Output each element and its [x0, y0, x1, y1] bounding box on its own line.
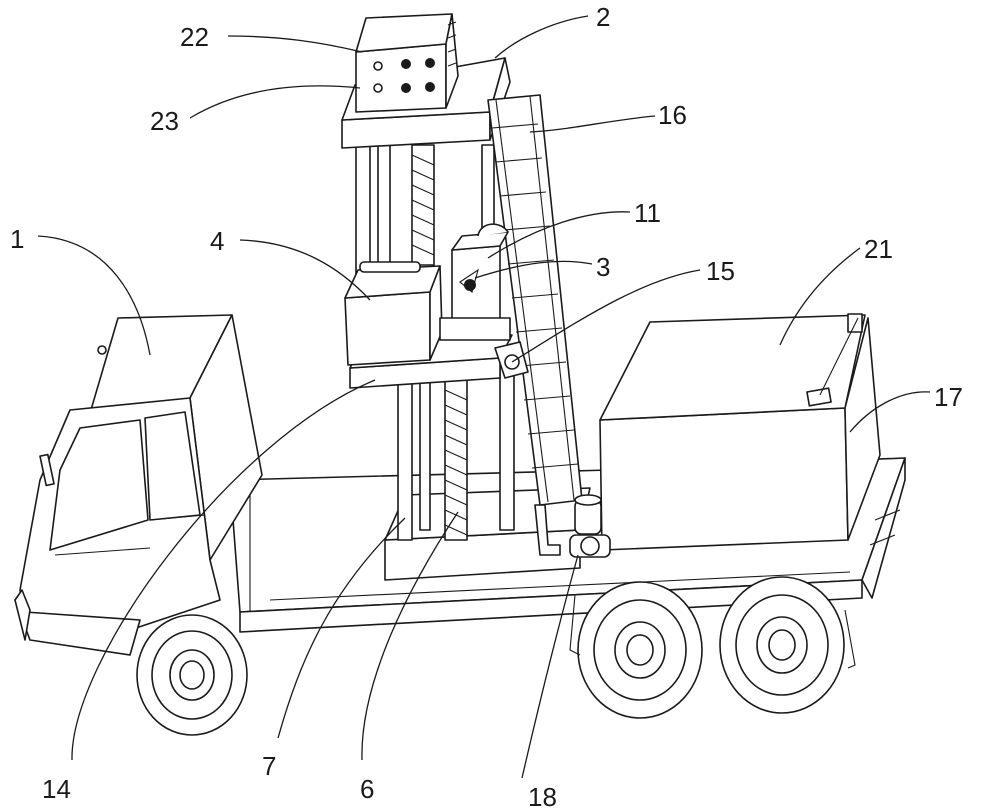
tank-lid — [599, 314, 866, 421]
leader-4 — [239, 239, 371, 301]
label-21: 21 — [864, 234, 893, 264]
label-23: 23 — [150, 106, 179, 136]
lead-screw — [411, 144, 468, 541]
rear-wheel-2 — [719, 576, 845, 714]
leader-6 — [361, 511, 459, 761]
truck-cab — [14, 314, 263, 656]
label-15: 15 — [706, 256, 735, 286]
control-box — [355, 13, 459, 113]
leader-2 — [494, 15, 589, 59]
leader-lines — [37, 15, 931, 779]
rear-wheel-1 — [577, 581, 703, 719]
leader-22 — [227, 35, 363, 53]
drill-head — [439, 223, 511, 341]
label-14: 14 — [42, 774, 71, 804]
leader-14 — [71, 379, 376, 761]
cab-window — [49, 419, 149, 551]
pump — [534, 494, 611, 558]
leader-3 — [474, 260, 593, 279]
leader-16 — [529, 115, 656, 133]
label-3: 3 — [596, 252, 610, 282]
tank-side-face — [844, 317, 881, 541]
leader-1 — [37, 235, 151, 356]
motor-housing — [344, 291, 431, 366]
leader-7 — [277, 517, 406, 739]
tank-front-face — [599, 407, 849, 551]
leader-18 — [521, 554, 579, 779]
label-4: 4 — [210, 226, 224, 256]
leader-23 — [189, 85, 361, 119]
label-2: 2 — [596, 2, 610, 32]
label-22: 22 — [180, 22, 209, 52]
label-11: 11 — [634, 198, 661, 228]
leader-15 — [511, 269, 701, 363]
rear-tank — [599, 313, 881, 551]
label-17: 17 — [934, 382, 963, 412]
label-16: 16 — [658, 100, 687, 130]
label-1: 1 — [10, 224, 24, 254]
leader-21 — [779, 247, 861, 346]
label-6: 6 — [360, 774, 374, 804]
label-18: 18 — [528, 782, 557, 812]
label-7: 7 — [262, 751, 276, 781]
leader-17 — [849, 391, 931, 433]
leader-11 — [487, 211, 631, 259]
carriage — [344, 261, 513, 389]
labels: 1 2 3 4 6 7 11 14 15 16 17 18 21 22 23 — [10, 2, 963, 812]
front-wheel — [136, 614, 248, 736]
